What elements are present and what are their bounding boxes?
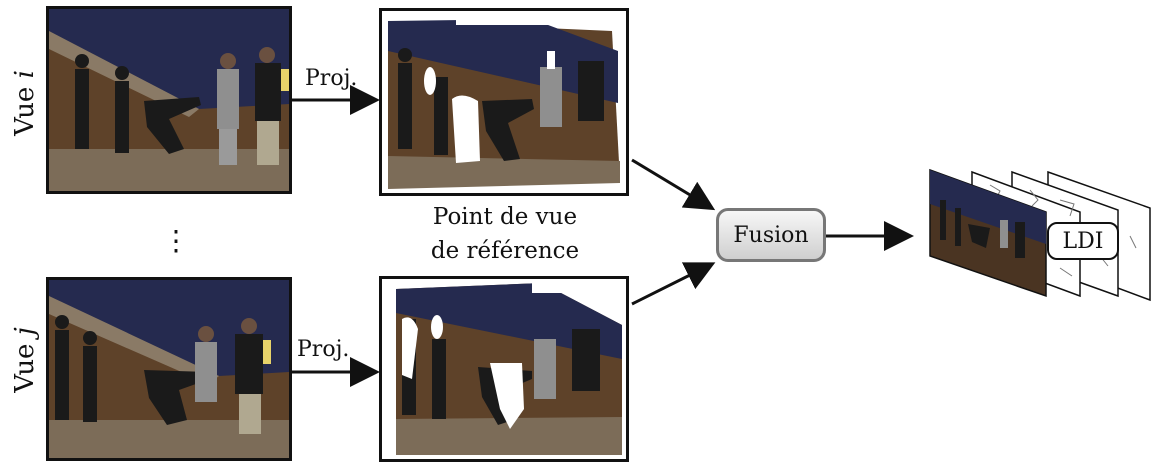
ellipsis-dots: ⋮ (162, 224, 190, 257)
reference-view-caption: Point de vue de référence (400, 200, 610, 268)
fusion-node: Fusion (716, 208, 826, 262)
projection-label-bottom: Proj. (297, 337, 350, 362)
ldi-label: LDI (1047, 222, 1119, 260)
ldi-layer-stack (929, 168, 1151, 302)
reference-view-line1: Point de vue (432, 204, 578, 230)
ldi-front-figures (940, 200, 1025, 258)
projected-view-i-image (379, 8, 629, 196)
arrow-projected-i-to-fusion (631, 158, 716, 211)
projected-view-i-scene (382, 11, 626, 193)
projected-view-j-scene (382, 279, 626, 459)
projected-view-j-image (379, 276, 629, 462)
view-i-scene (49, 9, 289, 191)
reference-view-line2: de référence (430, 238, 580, 264)
fusion-label: Fusion (733, 222, 809, 248)
ldi-label-text: LDI (1062, 228, 1104, 254)
view-i-image (46, 6, 292, 194)
view-j-image (46, 277, 292, 461)
arrow-projected-j-to-fusion (631, 262, 716, 306)
view-j-scene (49, 280, 289, 458)
projection-label-top: Proj. (305, 66, 358, 91)
